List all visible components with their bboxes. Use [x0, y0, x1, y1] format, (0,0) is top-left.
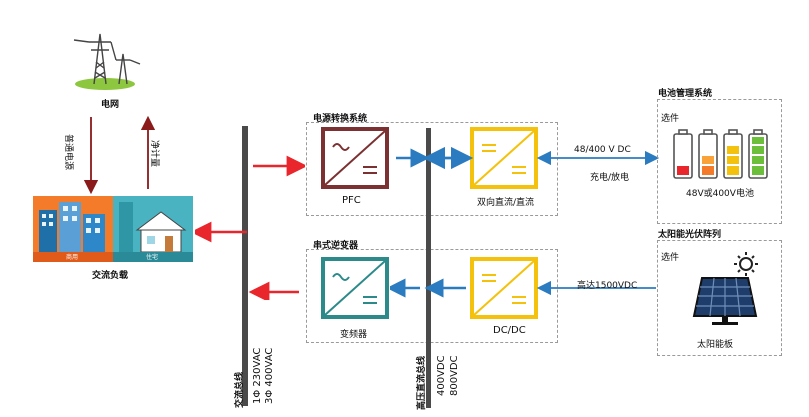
dc-dc-symbol-icon	[474, 131, 534, 185]
solar-frame	[657, 240, 782, 356]
pcs-title: 电源转换系统	[313, 114, 368, 124]
inverter-title: 串式逆变器	[313, 241, 359, 251]
grid-load-arrows	[83, 115, 156, 195]
solar-link-voltage: 高达1500VDC	[577, 281, 638, 291]
battery-link-mode: 充电/放电	[590, 173, 630, 183]
ac-load-image	[33, 196, 193, 262]
bms-title: 电池管理系统	[658, 89, 713, 99]
dc-dc-symbol-icon	[474, 261, 534, 315]
residential-tag: 住宅	[146, 254, 159, 261]
pcs-frame	[306, 122, 558, 216]
inverter-box	[321, 257, 389, 319]
battery-caption: 48V或400V电池	[686, 189, 754, 199]
ac-bus-voltage-2: 3Φ 400VAC	[264, 347, 275, 404]
battery-levels-icon	[672, 128, 772, 180]
dc-flow-arrows	[390, 146, 660, 298]
pfc-box	[321, 127, 389, 189]
battery-link-voltage: 48/400 V DC	[574, 145, 631, 155]
bidirectional-dcdc-label: 双向直流/直流	[477, 198, 535, 208]
ac-bus-voltage-1: 1Φ 230VAC	[252, 347, 263, 404]
grid-tower-icon	[72, 28, 142, 92]
dcdc-box	[470, 257, 538, 319]
pfc-label: PFC	[342, 195, 361, 206]
dc-bus-label: 高压直流总线	[417, 355, 427, 410]
solar-panel-caption: 太阳能板	[697, 340, 734, 350]
inverter-label: 变频器	[340, 330, 368, 340]
ac-dc-symbol-icon	[325, 131, 385, 185]
dc-bus-voltage-1: 400VDC	[436, 355, 447, 396]
solar-title: 太阳能光伏阵列	[658, 230, 722, 240]
inverter-frame	[306, 249, 558, 343]
normal-power-label: 普通电源	[63, 134, 73, 171]
ac-bus-bar	[242, 126, 248, 406]
net-metering-label: 净计量	[149, 140, 159, 168]
dcdc-label: DC/DC	[493, 325, 526, 336]
dc-bus-voltage-2: 800VDC	[449, 355, 460, 396]
commercial-tag: 商用	[66, 254, 79, 261]
solar-panel-icon	[688, 250, 768, 330]
dc-bus-bar	[426, 128, 431, 408]
solar-optional: 选件	[661, 253, 680, 263]
bms-optional: 选件	[661, 114, 680, 124]
bms-frame	[657, 99, 782, 224]
ac-bus-label: 交流总线	[235, 371, 245, 408]
ac-flow-arrows	[195, 155, 305, 300]
ac-load-caption: 交流负载	[92, 271, 129, 281]
dc-ac-symbol-icon	[325, 261, 385, 315]
grid-label: 电网	[101, 100, 120, 110]
